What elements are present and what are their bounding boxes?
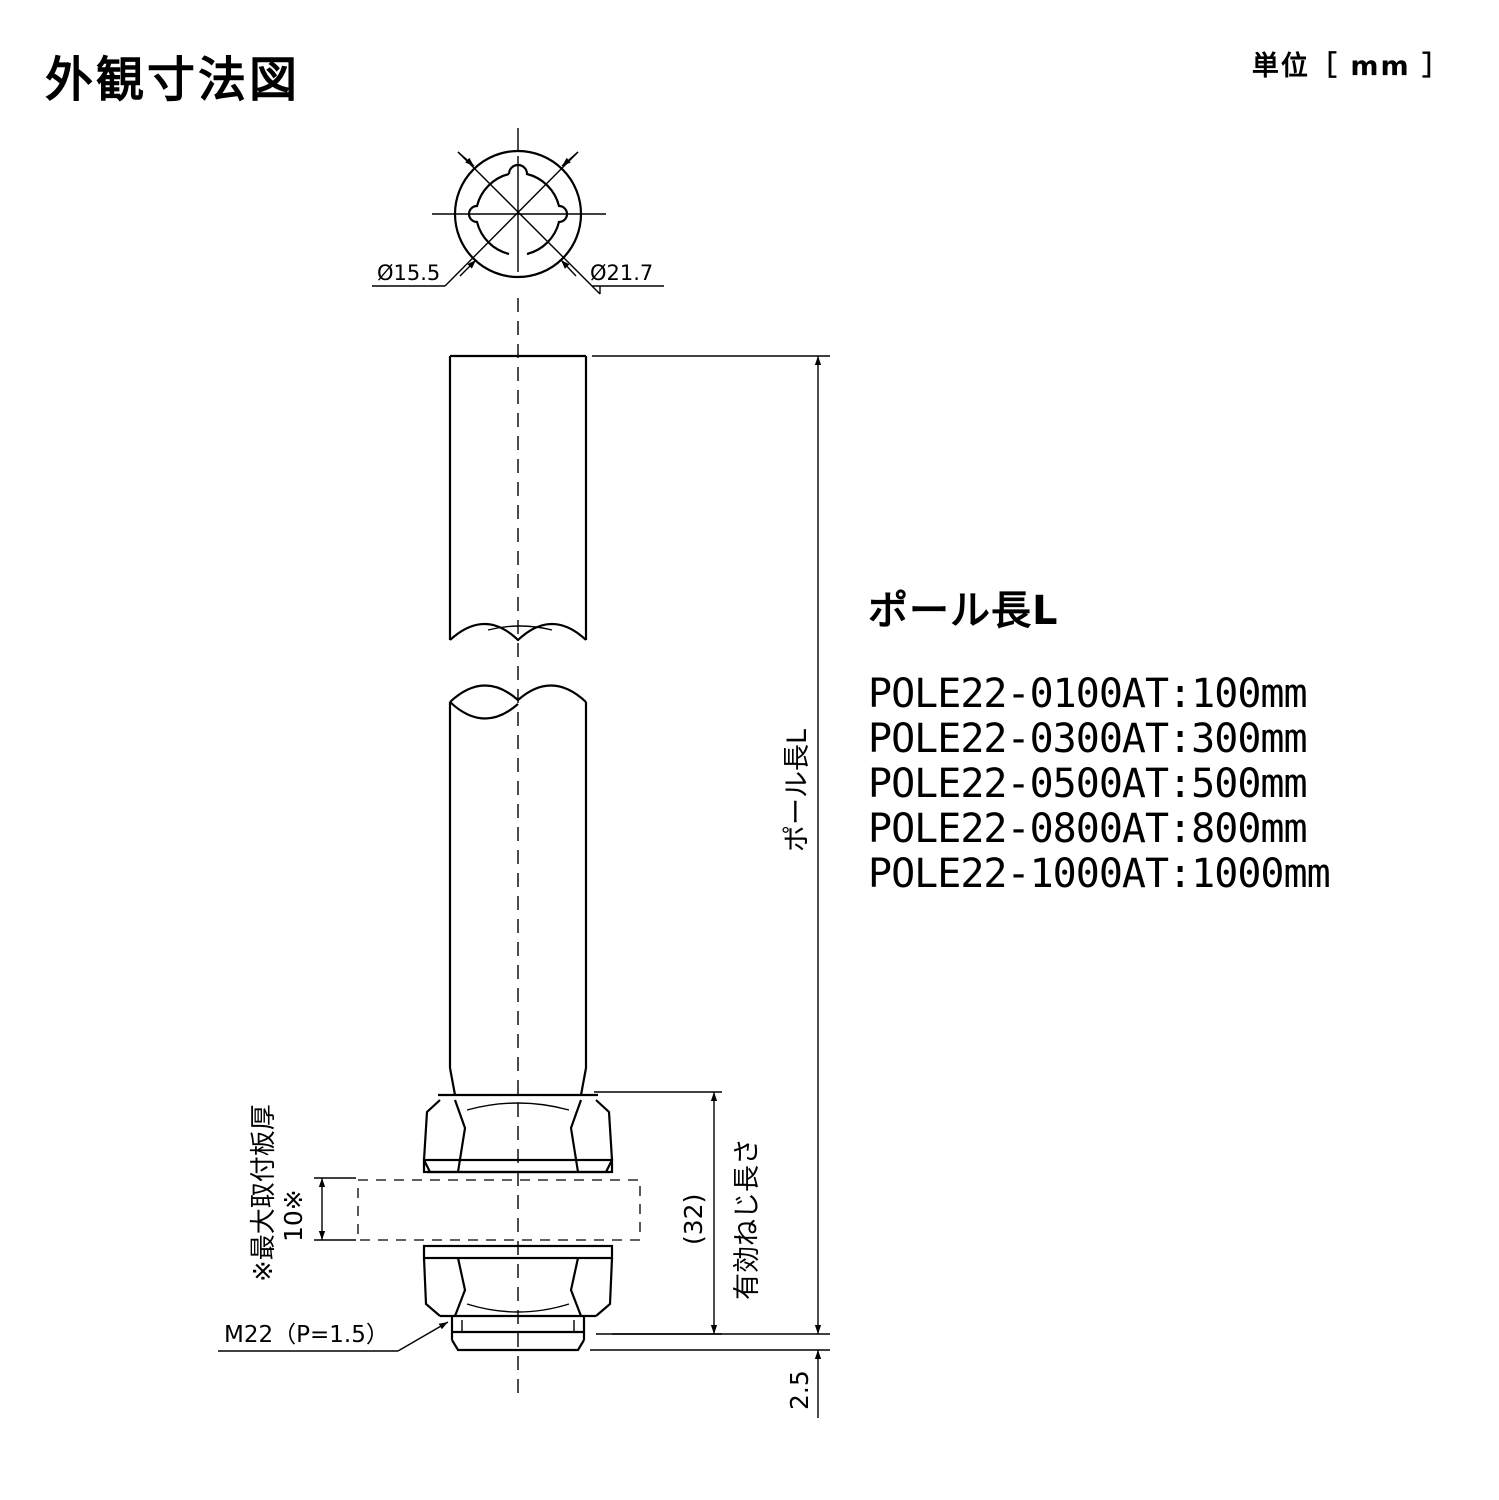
- model-length: 800mm: [1191, 806, 1307, 852]
- plate-thickness-value: 10※: [279, 1189, 308, 1242]
- model-length: 100mm: [1191, 671, 1307, 717]
- outer-diameter-label: Ø21.7: [590, 261, 653, 285]
- arrow-icon: [561, 151, 579, 167]
- model-row: POLE22-0800AT:800mm: [868, 806, 1308, 852]
- upper-nut: [422, 1093, 614, 1174]
- spec-panel: ポール長L POLE22-0100AT:100mm POLE22-0300AT:…: [868, 578, 1331, 897]
- model-length: 1000mm: [1191, 851, 1330, 897]
- model-row: POLE22-0100AT:100mm: [868, 671, 1308, 717]
- unit-label: 単位［ mm ］: [1251, 51, 1451, 82]
- thread-length-dimension: (32) 有効ねじ長さ: [594, 1091, 763, 1335]
- page-title: 外観寸法図: [45, 52, 301, 108]
- arrow-icon: [560, 259, 577, 277]
- thread-spec-label: M22（P=1.5）: [224, 1322, 389, 1348]
- pole-length-label: ポール長L: [782, 729, 813, 852]
- tip-length-label: 2.5: [785, 1370, 814, 1410]
- pole-length-dimension: ポール長L: [592, 355, 830, 1335]
- plate-thickness-label: ※最大取付板厚: [249, 1104, 279, 1282]
- model-code: POLE22-1000AT: [868, 851, 1169, 897]
- tip-dimension: 2.5: [590, 1349, 830, 1418]
- model-code: POLE22-0500AT: [868, 761, 1169, 807]
- diagonal-cross-line: [457, 151, 601, 295]
- threaded-tip: [450, 1316, 586, 1352]
- spec-heading: ポール長L: [868, 588, 1059, 634]
- thread-spec-callout: M22（P=1.5）: [218, 1321, 449, 1352]
- model-length: 300mm: [1191, 716, 1307, 762]
- cross-section-view: Ø15.5 Ø21.7: [372, 128, 664, 295]
- thread-length-value: (32): [679, 1194, 708, 1245]
- arrow-icon: [457, 151, 475, 167]
- thread-length-label: 有効ねじ長さ: [732, 1138, 763, 1300]
- model-length: 500mm: [1191, 761, 1307, 807]
- model-row: POLE22-0500AT:500mm: [868, 761, 1308, 807]
- model-code: POLE22-0100AT: [868, 671, 1169, 717]
- diagonal-cross-line: [444, 151, 579, 287]
- plate-thickness-dimension: ※最大取付板厚 10※: [249, 1104, 356, 1282]
- model-row: POLE22-1000AT:1000mm: [868, 851, 1331, 897]
- model-code: POLE22-0300AT: [868, 716, 1169, 762]
- arrow-icon: [459, 259, 477, 277]
- pole-body: [448, 354, 588, 1096]
- mounting-plate: [357, 1179, 641, 1241]
- lower-nut: [422, 1244, 614, 1318]
- model-row: POLE22-0300AT:300mm: [868, 716, 1308, 762]
- inner-diameter-label: Ø15.5: [377, 261, 440, 285]
- model-list: POLE22-0100AT:100mm POLE22-0300AT:300mm …: [868, 671, 1331, 897]
- model-code: POLE22-0800AT: [868, 806, 1169, 852]
